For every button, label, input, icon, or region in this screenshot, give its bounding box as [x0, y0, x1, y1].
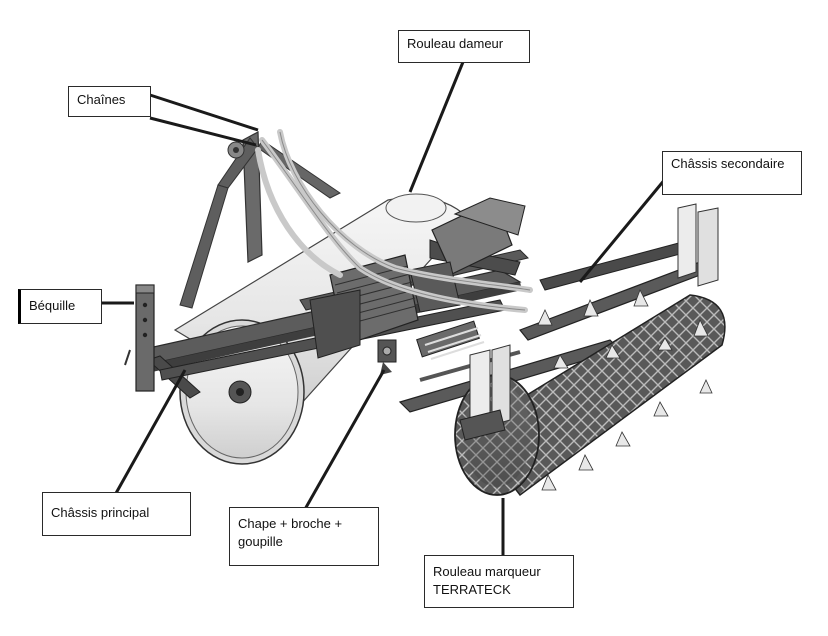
marker-side-posts: [459, 203, 719, 441]
label-bequille: Béquille: [18, 289, 102, 324]
stand-leg: [124, 284, 155, 392]
leader-chaines-2: [149, 116, 257, 147]
a-frame: [179, 131, 341, 309]
hitch-pin: [377, 339, 397, 375]
leader-chape: [298, 369, 386, 519]
label-chape-broche-goupille: Chape + broche + goupille: [229, 507, 379, 566]
leader-chaines-1: [149, 93, 259, 132]
leader-rouleau-dameur: [408, 61, 465, 193]
leader-lines: [102, 61, 668, 556]
leader-chassis-principal: [113, 369, 187, 496]
label-chassis-secondaire: Châssis secondaire: [662, 151, 802, 195]
leader-chassis-secondaire: [578, 177, 668, 283]
chains-outline: [261, 131, 531, 311]
label-chaines: Chaînes: [68, 86, 151, 117]
label-rouleau-dameur: Rouleau dameur: [398, 30, 530, 63]
label-chassis-principal: Châssis principal: [42, 492, 191, 536]
label-rouleau-marqueur: Rouleau marqueur TERRATECK: [424, 555, 574, 608]
